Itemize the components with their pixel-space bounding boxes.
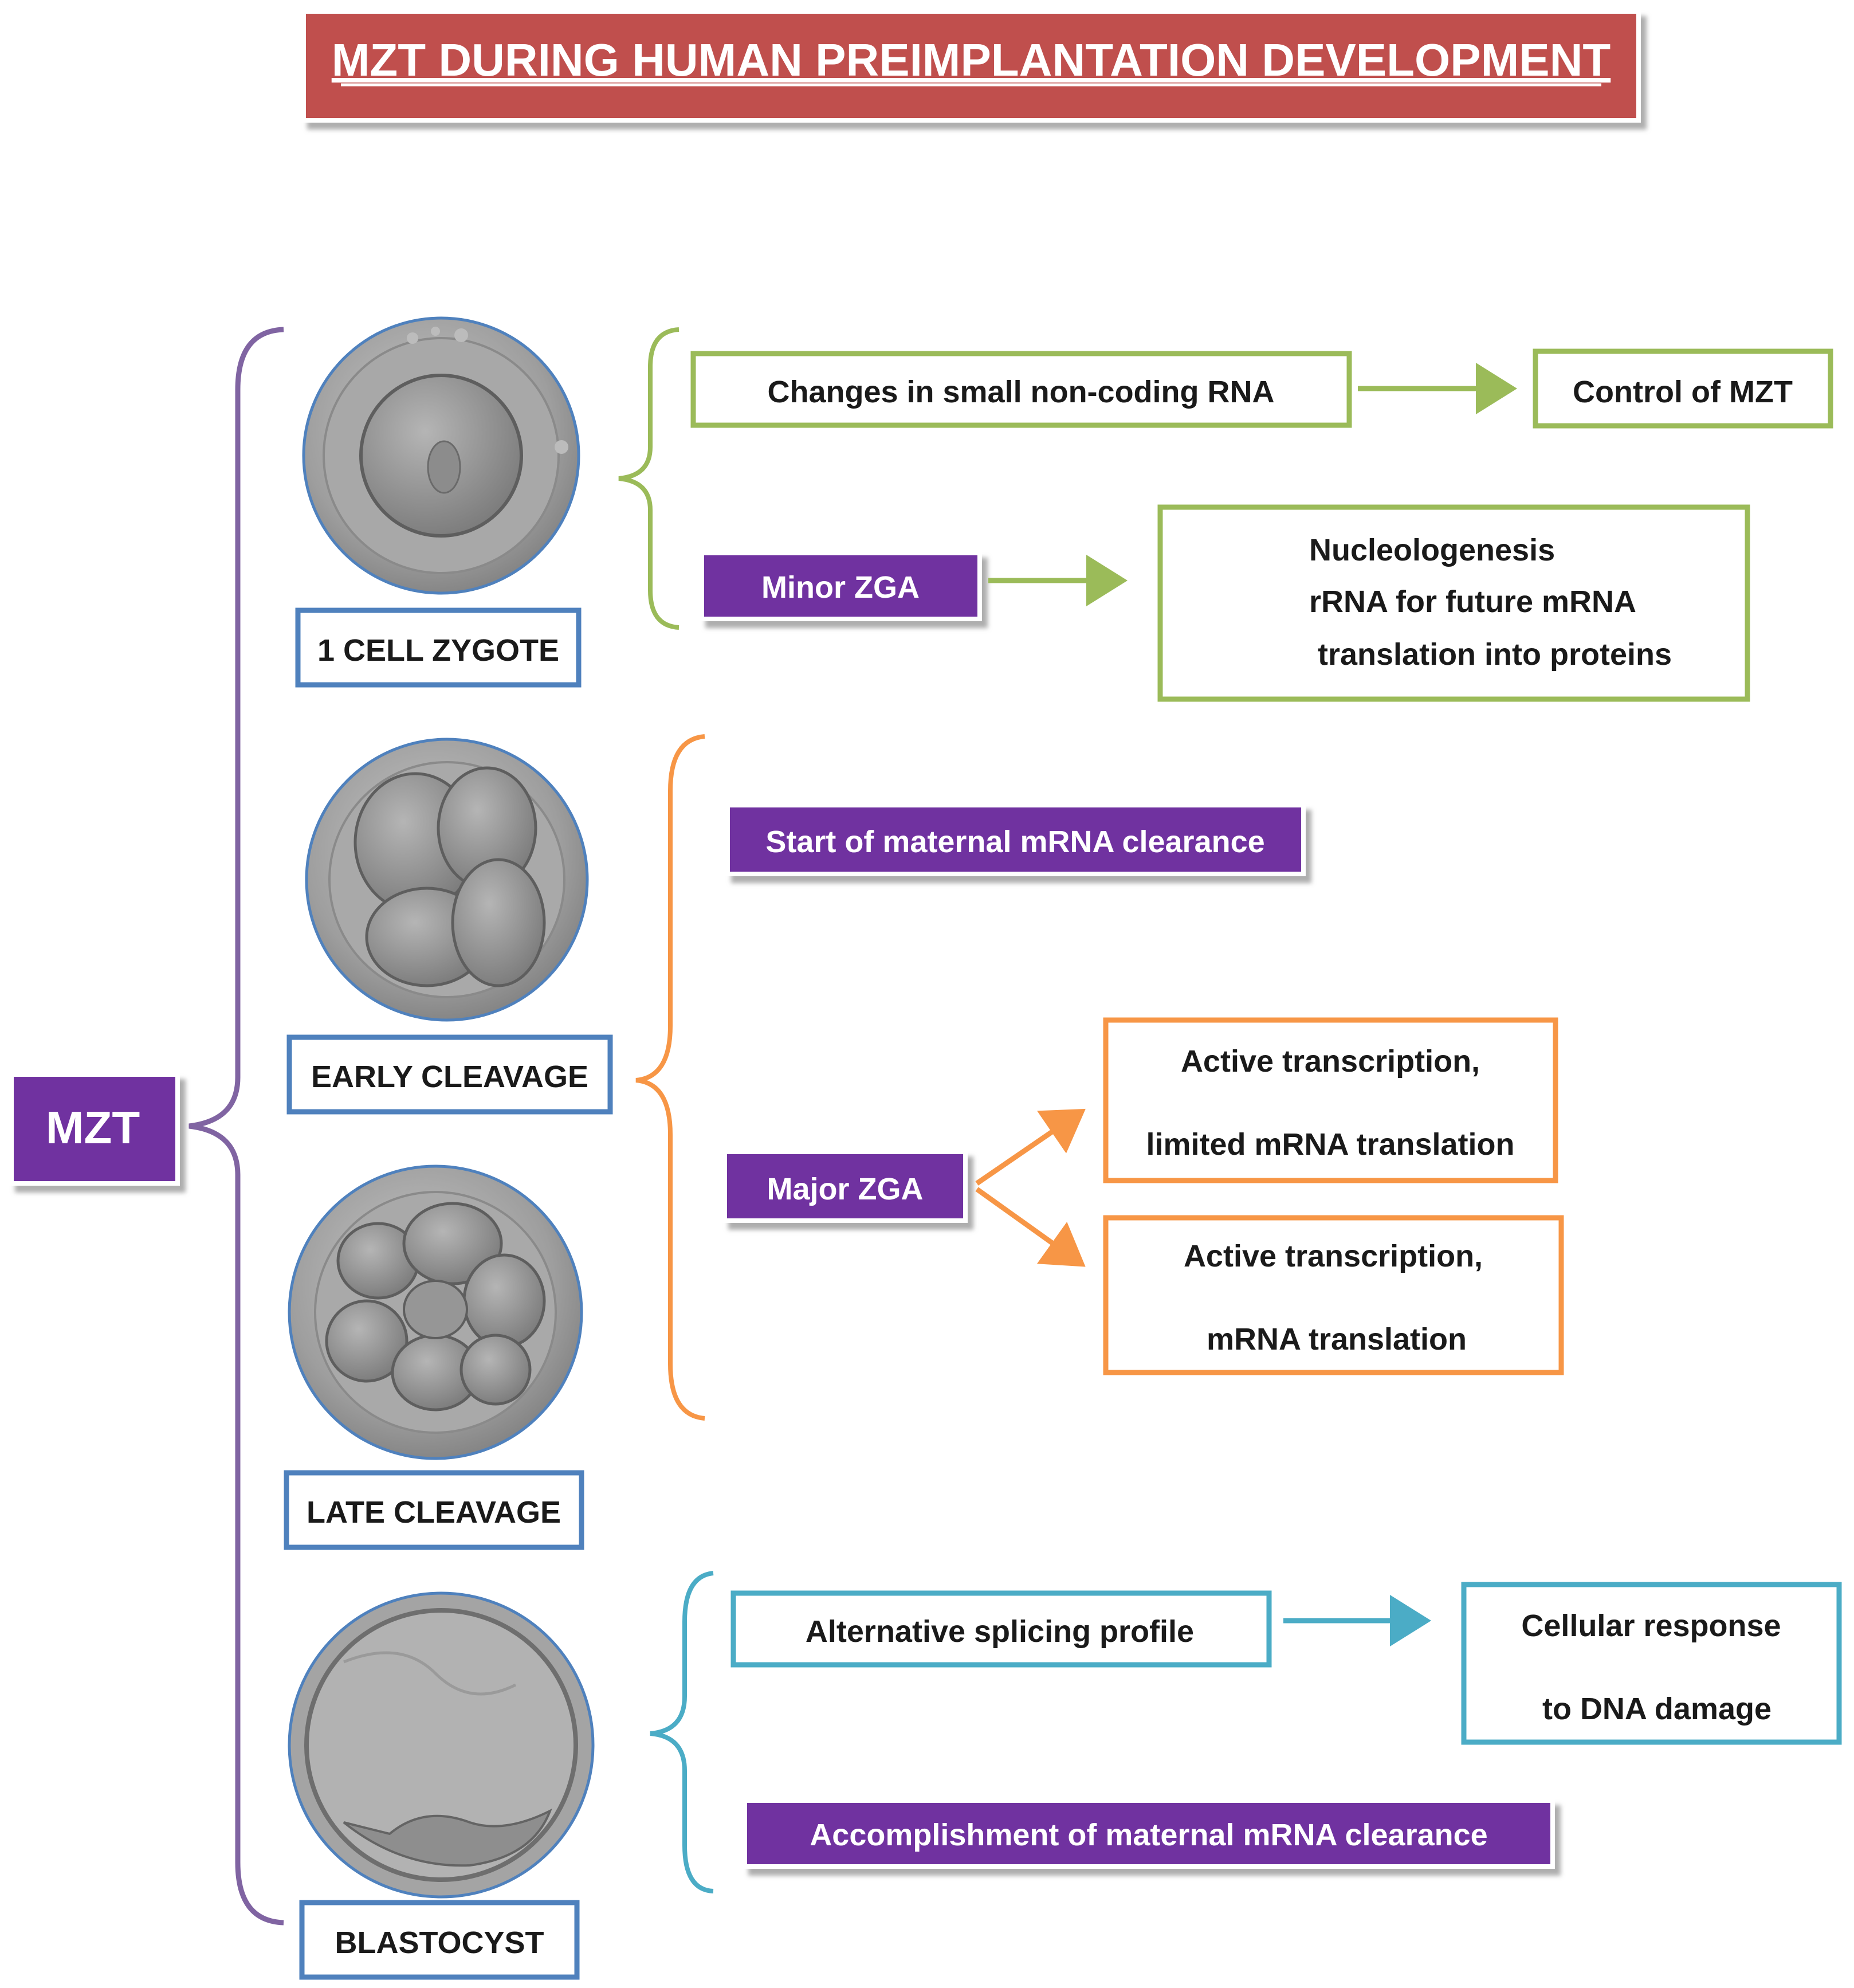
nucleologenesis-line3: translation into proteins <box>1318 637 1672 672</box>
active-transcription-limited-box: Active transcription, limited mRNA trans… <box>1103 1017 1558 1183</box>
active-transcription-translation-box: Active transcription, mRNA translation <box>1103 1215 1564 1375</box>
cellular-response-line2: to DNA damage <box>1542 1692 1771 1726</box>
zygote-bracket <box>618 327 679 630</box>
minor-zga-text: Minor ZGA <box>761 570 920 605</box>
stage-label-blastocyst: BLASTOCYST <box>299 1900 580 1980</box>
early-cleavage-embryo-image <box>305 738 589 1022</box>
small-rna-text: Changes in small non-coding RNA <box>767 375 1274 409</box>
root-label: MZT <box>46 1102 140 1153</box>
nucleologenesis-line2: rRNA for future mRNA <box>1309 585 1636 619</box>
nucleologenesis-line1: Nucleologenesis <box>1309 533 1555 567</box>
stage-label-late-cleavage-text: LATE CLEAVAGE <box>307 1495 561 1530</box>
stage-label-blastocyst-text: BLASTOCYST <box>335 1926 544 1960</box>
arrow-major-zga-to-active2 <box>975 1187 1086 1267</box>
active1-line2: limited mRNA translation <box>1146 1127 1514 1162</box>
stage-label-zygote: 1 CELL ZYGOTE <box>295 607 582 688</box>
cleavage-bracket <box>635 734 705 1421</box>
blastocyst-embryo-image <box>288 1591 595 1899</box>
active2-line1: Active transcription, <box>1184 1239 1483 1273</box>
stage-label-early-cleavage: EARLY CLEAVAGE <box>286 1034 613 1115</box>
blastocyst-bracket <box>650 1571 714 1893</box>
active2-line2: mRNA translation <box>1207 1322 1467 1356</box>
start-clearance-box: Start of maternal mRNA clearance <box>725 803 1306 876</box>
late-cleavage-embryo-image <box>288 1164 583 1460</box>
control-mzt-text: Control of MZT <box>1573 375 1793 409</box>
arrow-major-zga-to-active1 <box>975 1108 1086 1186</box>
small-rna-box: Changes in small non-coding RNA <box>690 351 1352 428</box>
zygote-embryo-image <box>302 316 580 595</box>
control-mzt-box: Control of MZT <box>1533 348 1833 429</box>
splicing-profile-text: Alternative splicing profile <box>806 1614 1194 1649</box>
major-zga-box: Major ZGA <box>722 1150 968 1223</box>
major-zga-text: Major ZGA <box>767 1172 923 1206</box>
page-title: MZT DURING HUMAN PREIMPLANTATION DEVELOP… <box>332 34 1611 85</box>
splicing-profile-box: Alternative splicing profile <box>730 1590 1272 1668</box>
stage-label-zygote-text: 1 CELL ZYGOTE <box>317 633 559 668</box>
minor-zga-box: Minor ZGA <box>700 551 982 621</box>
title-banner: MZT DURING HUMAN PREIMPLANTATION DEVELOP… <box>301 9 1641 123</box>
stage-label-early-cleavage-text: EARLY CLEAVAGE <box>311 1060 588 1094</box>
active1-line1: Active transcription, <box>1181 1044 1480 1079</box>
nucleologenesis-box: Nucleologenesis rRNA for future mRNA tra… <box>1157 504 1750 702</box>
stage-label-late-cleavage: LATE CLEAVAGE <box>284 1470 584 1550</box>
root-node: MZT <box>9 1072 180 1186</box>
root-bracket <box>188 327 284 1926</box>
start-clearance-text: Start of maternal mRNA clearance <box>765 825 1264 859</box>
accomplishment-clearance-text: Accomplishment of maternal mRNA clearanc… <box>810 1818 1487 1852</box>
cellular-response-line1: Cellular response <box>1521 1609 1781 1643</box>
cellular-response-box: Cellular response to DNA damage <box>1461 1582 1842 1745</box>
accomplishment-clearance-box: Accomplishment of maternal mRNA clearanc… <box>743 1798 1555 1869</box>
